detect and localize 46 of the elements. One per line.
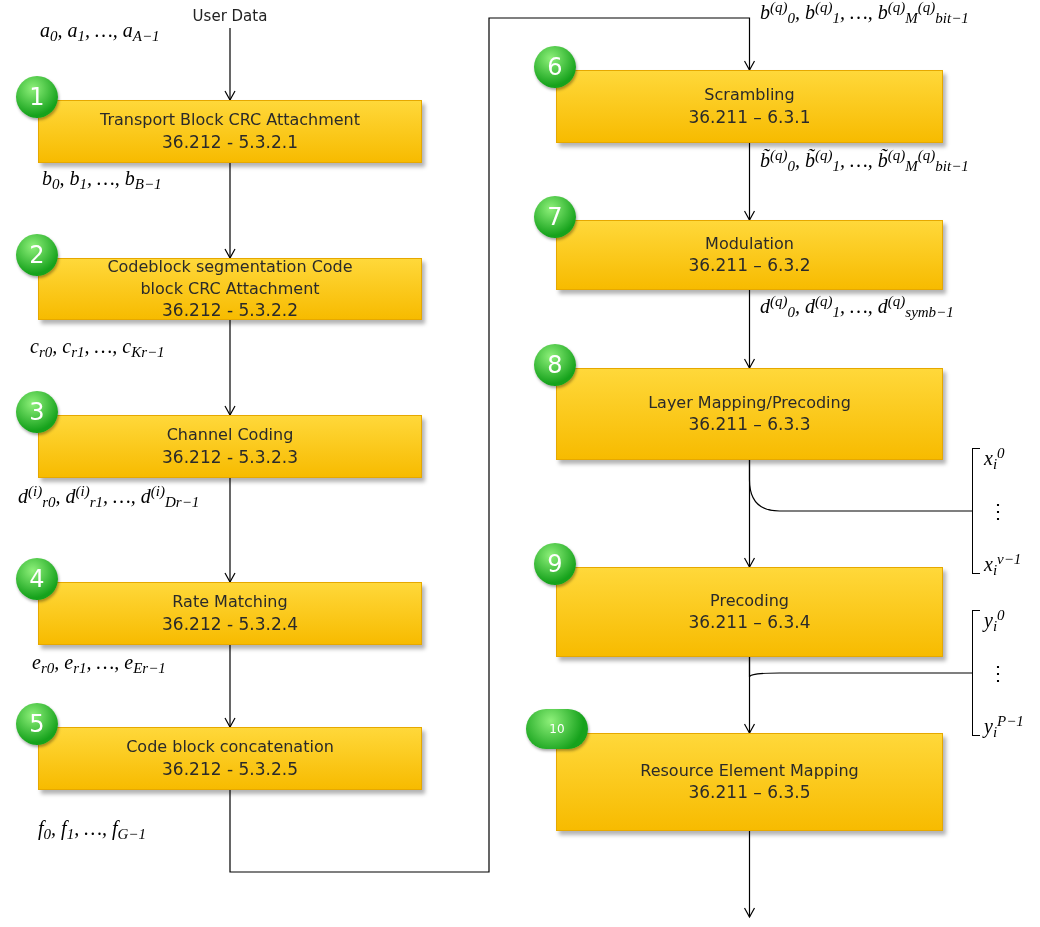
- step-title: Resource Element Mapping: [639, 759, 860, 782]
- step-title: Layer Mapping/Precoding: [647, 391, 852, 414]
- step-number-badge: 4: [16, 558, 58, 600]
- signal-label: ⋮: [987, 663, 1008, 683]
- step-number-badge: 7: [534, 196, 576, 238]
- signal-label: ⋮: [987, 501, 1008, 521]
- spec-reference: 36.212 - 5.3.2.5: [162, 757, 298, 781]
- arrow: [743, 830, 756, 918]
- step-title: Codeblock segmentation Code block CRC Attachment: [106, 255, 354, 300]
- step-title: Scrambling: [703, 84, 796, 106]
- step-number-badge: 5: [16, 703, 58, 745]
- step-number-badge: 2: [16, 234, 58, 276]
- input-label: User Data: [170, 4, 290, 28]
- spec-reference: 36.211 – 6.3.5: [688, 781, 811, 805]
- spec-reference: 36.211 – 6.3.2: [688, 254, 811, 278]
- step-number-badge: 6: [534, 46, 576, 88]
- arrow: [224, 319, 236, 416]
- arrow: [229, 17, 756, 873]
- spec-reference: 36.211 – 6.3.4: [688, 611, 811, 635]
- spec-reference: 36.212 - 5.3.2.2: [162, 299, 298, 323]
- arrow: [224, 644, 236, 728]
- signal-label: f$_{0}$, f$_{1}$, …, f$_{G−1}$: [36, 818, 148, 838]
- arrow: [224, 162, 236, 259]
- branch-line: [748, 459, 973, 512]
- arrow: [743, 142, 756, 221]
- step-title: Transport Block CRC Attachment: [98, 109, 362, 131]
- step-title: Channel Coding: [165, 424, 295, 446]
- branch-line: [748, 656, 973, 678]
- step-title: Rate Matching: [171, 591, 289, 613]
- step-number-badge: 3: [16, 391, 58, 433]
- process-box: [556, 733, 943, 831]
- spec-reference: 36.212 - 5.3.2.4: [162, 612, 298, 636]
- arrow: [224, 477, 236, 583]
- step-title: Precoding: [709, 589, 790, 612]
- spec-reference: 36.212 - 5.3.2.3: [162, 445, 298, 469]
- step-number-badge: 9: [534, 543, 576, 585]
- step-title: Modulation: [704, 232, 795, 255]
- arrow: [224, 27, 236, 101]
- step-number-badge: 8: [534, 344, 576, 386]
- step-title: Code block concatenation: [125, 736, 335, 758]
- spec-reference: 36.211 – 6.3.1: [688, 105, 811, 129]
- step-number-badge: 10: [526, 709, 588, 749]
- spec-reference: 36.212 - 5.3.2.1: [162, 130, 298, 154]
- step-number-badge: 1: [16, 76, 58, 118]
- arrow: [743, 289, 756, 369]
- spec-reference: 36.211 – 6.3.3: [688, 413, 811, 437]
